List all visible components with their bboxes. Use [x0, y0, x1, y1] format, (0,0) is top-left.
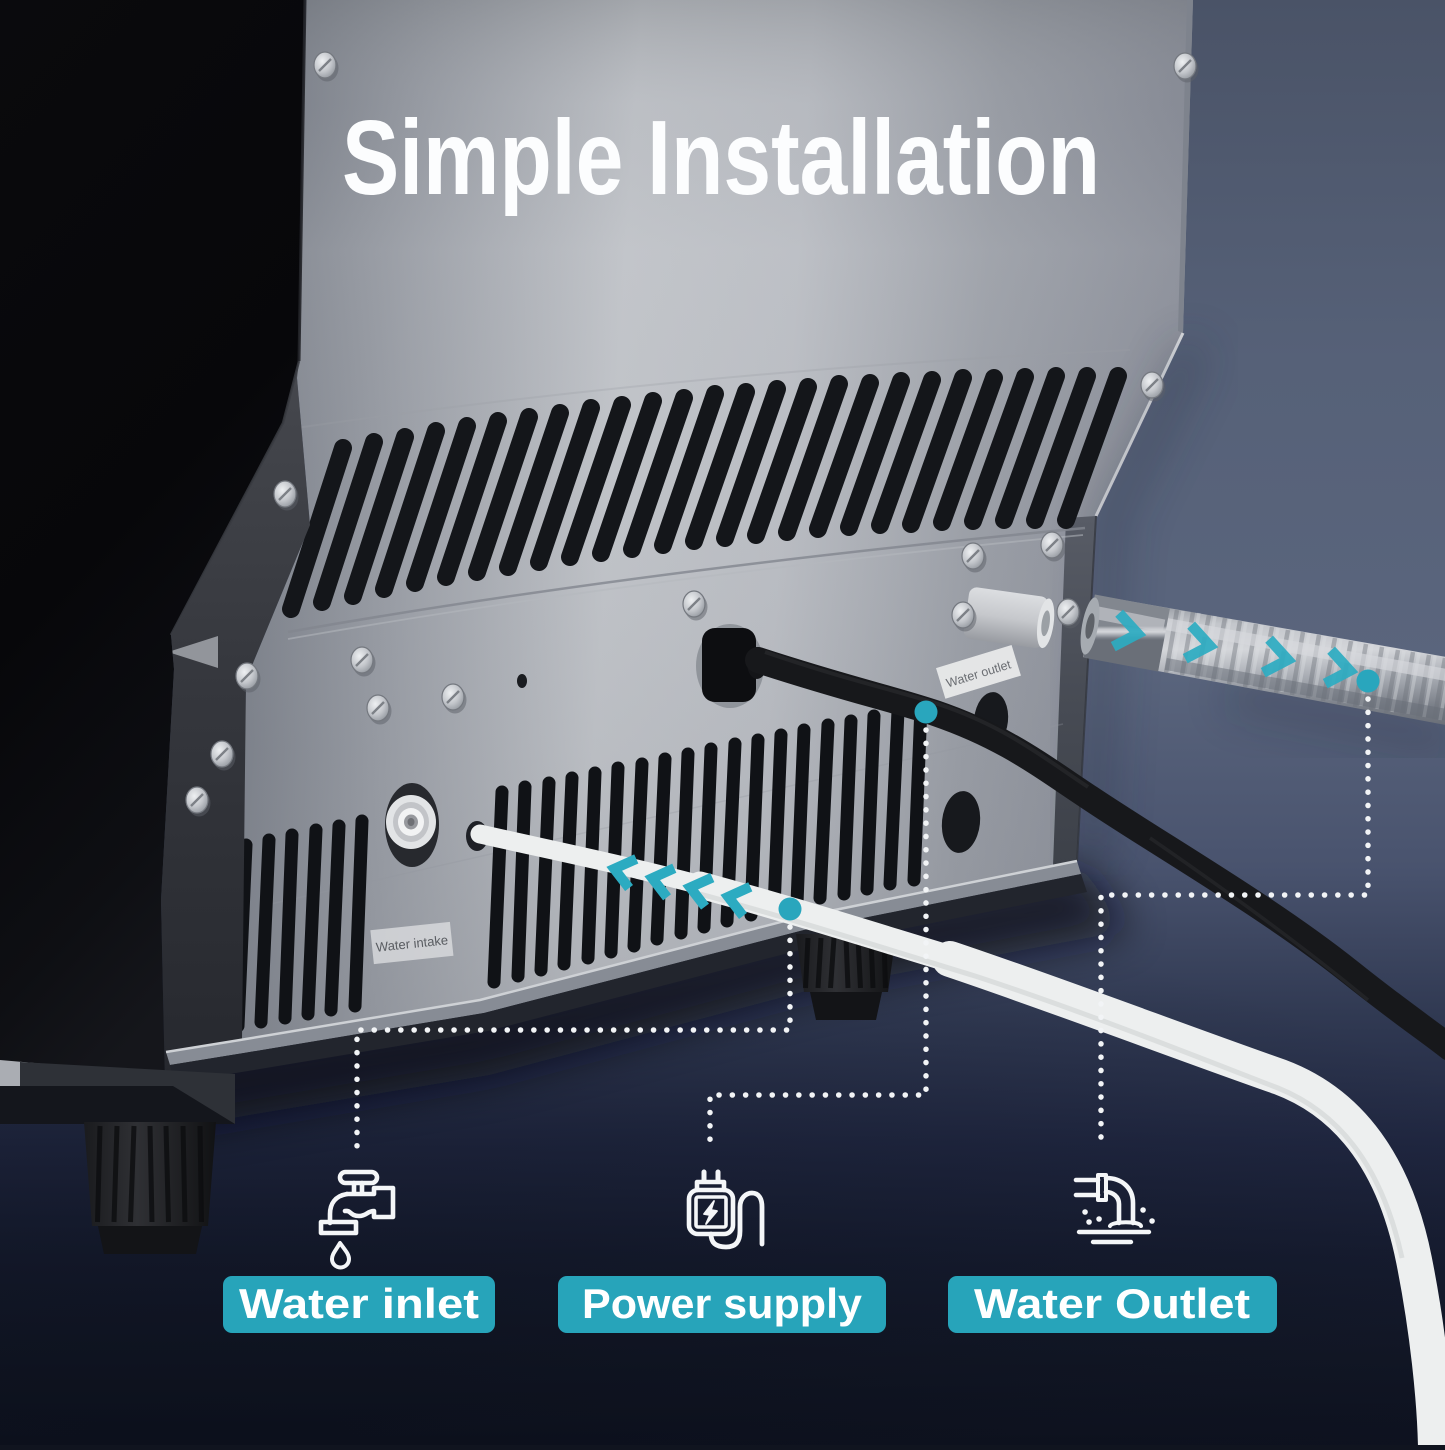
- svg-text:Simple Installation: Simple Installation: [342, 99, 1100, 217]
- svg-text:Water inlet: Water inlet: [239, 1280, 479, 1327]
- svg-text:Water Outlet: Water Outlet: [974, 1280, 1250, 1327]
- svg-text:Power supply: Power supply: [582, 1280, 863, 1327]
